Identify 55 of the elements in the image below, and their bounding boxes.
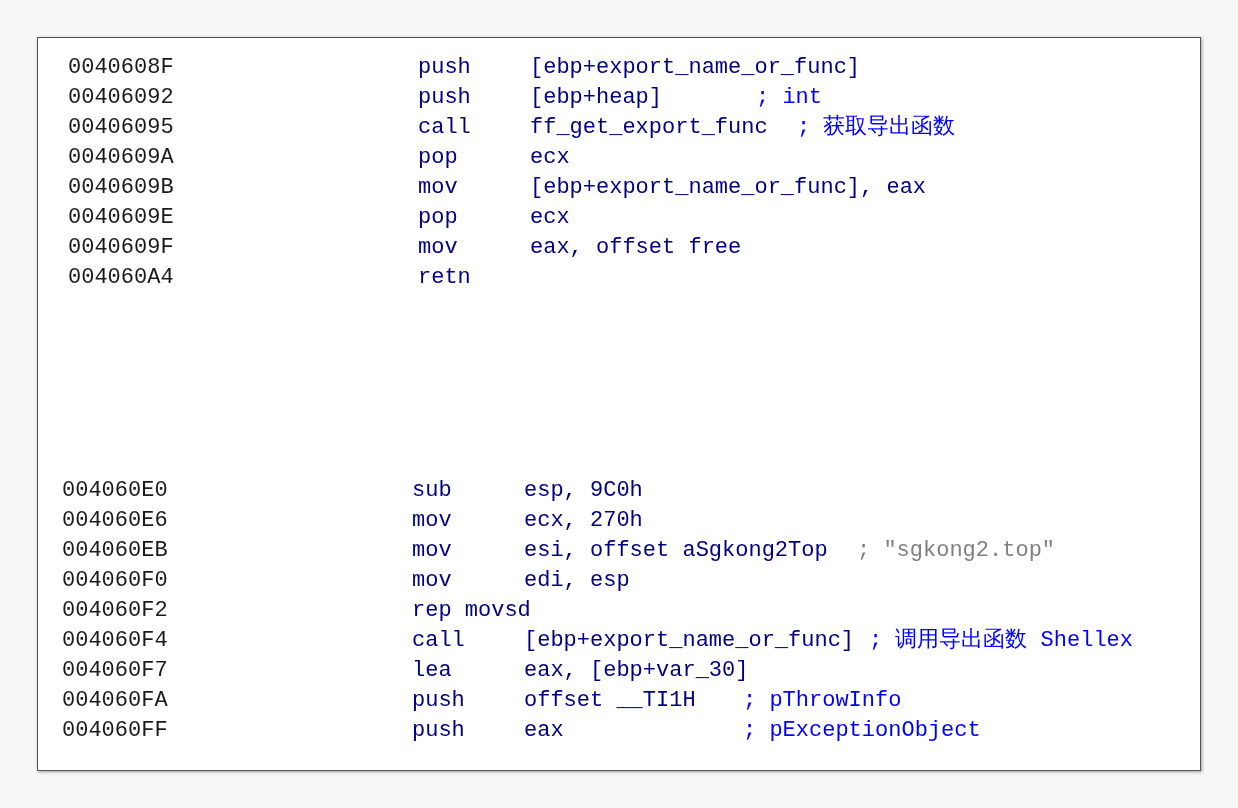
comment: ; 获取导出函数 (797, 115, 956, 141)
operand: ff_get_export_func (530, 115, 768, 141)
mnemonic: mov (418, 235, 458, 261)
comment: ; "sgkong2.top" (857, 538, 1056, 564)
mnemonic: push (418, 85, 471, 111)
operand: offset __TI1H (524, 688, 696, 714)
operand: esp, 9C0h (524, 478, 643, 504)
operand: edi, esp (524, 568, 630, 594)
address: 00406095 (68, 115, 174, 141)
operand: esi, offset aSgkong2Top (524, 538, 828, 564)
address: 004060F4 (62, 628, 168, 654)
mnemonic: sub (412, 478, 452, 504)
address: 0040609F (68, 235, 174, 261)
mnemonic: call (418, 115, 471, 141)
mnemonic: push (412, 718, 465, 744)
address: 004060FA (62, 688, 168, 714)
address: 004060F0 (62, 568, 168, 594)
operand: eax, [ebp+var_30] (524, 658, 749, 684)
operand: eax, offset free (530, 235, 742, 261)
address: 0040608F (68, 55, 174, 81)
comment: ; 调用导出函数 Shellex (869, 628, 1134, 654)
operand: ecx (530, 205, 570, 231)
operand: ecx, 270h (524, 508, 643, 534)
operand: [ebp+export_name_or_func], eax (530, 175, 927, 201)
mnemonic: retn (418, 265, 471, 291)
address: 004060EB (62, 538, 168, 564)
address: 0040609A (68, 145, 174, 171)
mnemonic: mov (418, 175, 458, 201)
address: 00406092 (68, 85, 174, 111)
mnemonic: pop (418, 205, 458, 231)
mnemonic: push (412, 688, 465, 714)
address: 0040609E (68, 205, 174, 231)
address: 004060E0 (62, 478, 168, 504)
mnemonic: rep movsd (412, 598, 531, 624)
comment: ; pThrowInfo (743, 688, 902, 714)
comment: ; int (756, 85, 822, 111)
mnemonic: mov (412, 568, 452, 594)
mnemonic: pop (418, 145, 458, 171)
operand: eax (524, 718, 564, 744)
address: 004060F7 (62, 658, 168, 684)
comment: ; pExceptionObject (743, 718, 981, 744)
mnemonic: call (412, 628, 465, 654)
mnemonic: lea (412, 658, 452, 684)
address: 004060A4 (68, 265, 174, 291)
address: 0040609B (68, 175, 174, 201)
address: 004060E6 (62, 508, 168, 534)
operand: [ebp+export_name_or_func] (524, 628, 855, 654)
address: 004060FF (62, 718, 168, 744)
mnemonic: mov (412, 538, 452, 564)
mnemonic: mov (412, 508, 452, 534)
address: 004060F2 (62, 598, 168, 624)
mnemonic: push (418, 55, 471, 81)
operand: [ebp+export_name_or_func] (530, 55, 861, 81)
operand: ecx (530, 145, 570, 171)
operand: [ebp+heap] (530, 85, 663, 111)
